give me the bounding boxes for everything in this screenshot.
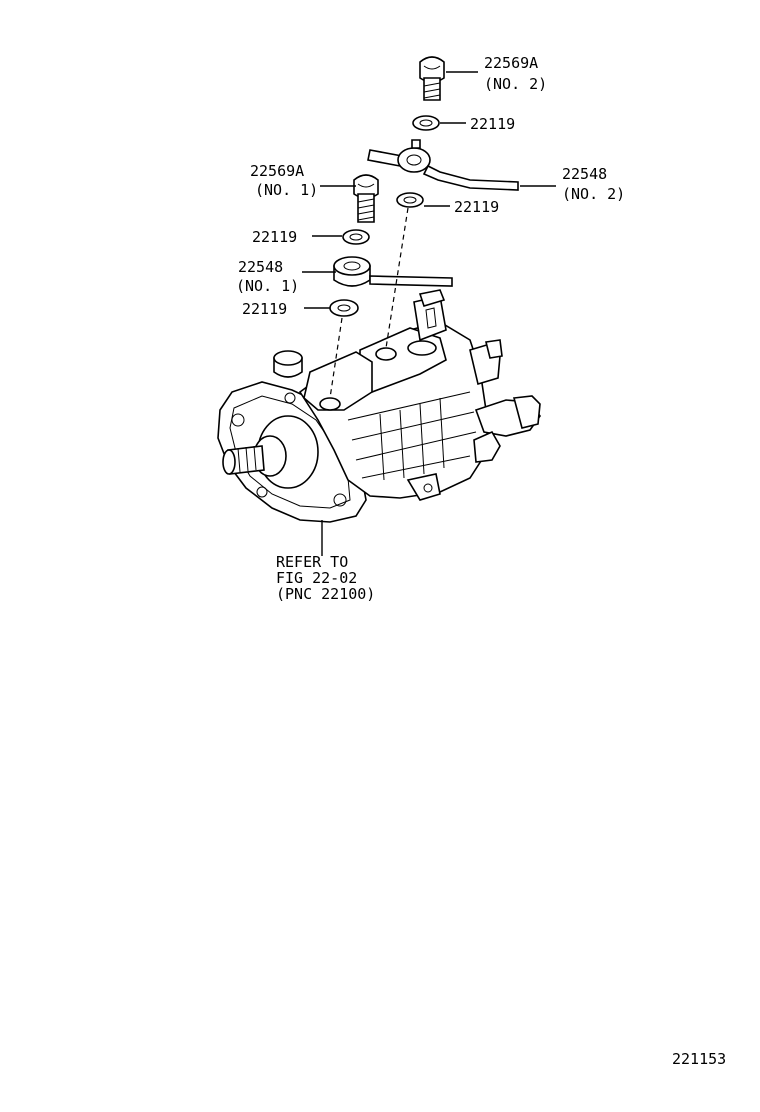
label-gasket-mid-right: 22119 <box>454 198 499 216</box>
gasket-mid-left <box>342 229 370 245</box>
label-bolt-no1-sub: (NO. 1) <box>255 181 318 199</box>
label-bolt-no2-sub: (NO. 2) <box>484 75 547 93</box>
union-no1 <box>333 256 453 287</box>
label-gasket-top: 22119 <box>470 115 515 133</box>
label-bolt-no1-part: 22569A <box>250 162 304 180</box>
label-gasket-mid-left: 22119 <box>252 228 297 246</box>
reference-note-line1: REFER TO <box>276 553 348 571</box>
label-union-no2-sub: (NO. 2) <box>562 185 625 203</box>
gasket-mid-right <box>396 192 424 208</box>
figure-code: 221153 <box>672 1050 726 1068</box>
label-union-no2-part: 22548 <box>562 165 607 183</box>
gasket-top <box>412 115 440 131</box>
gasket-lower <box>329 299 359 317</box>
injection-pump-illustration <box>217 289 541 523</box>
union-no2 <box>367 139 519 191</box>
label-union-no1-part: 22548 <box>238 258 283 276</box>
banjo-bolt-no2 <box>419 56 445 101</box>
reference-note-line3: (PNC 22100) <box>276 585 375 603</box>
banjo-bolt-no1 <box>353 174 379 223</box>
label-union-no1-sub: (NO. 1) <box>236 277 299 295</box>
label-bolt-no2-part: 22569A <box>484 54 538 72</box>
label-gasket-lower: 22119 <box>242 300 287 318</box>
reference-note-line2: FIG 22-02 <box>276 569 357 587</box>
